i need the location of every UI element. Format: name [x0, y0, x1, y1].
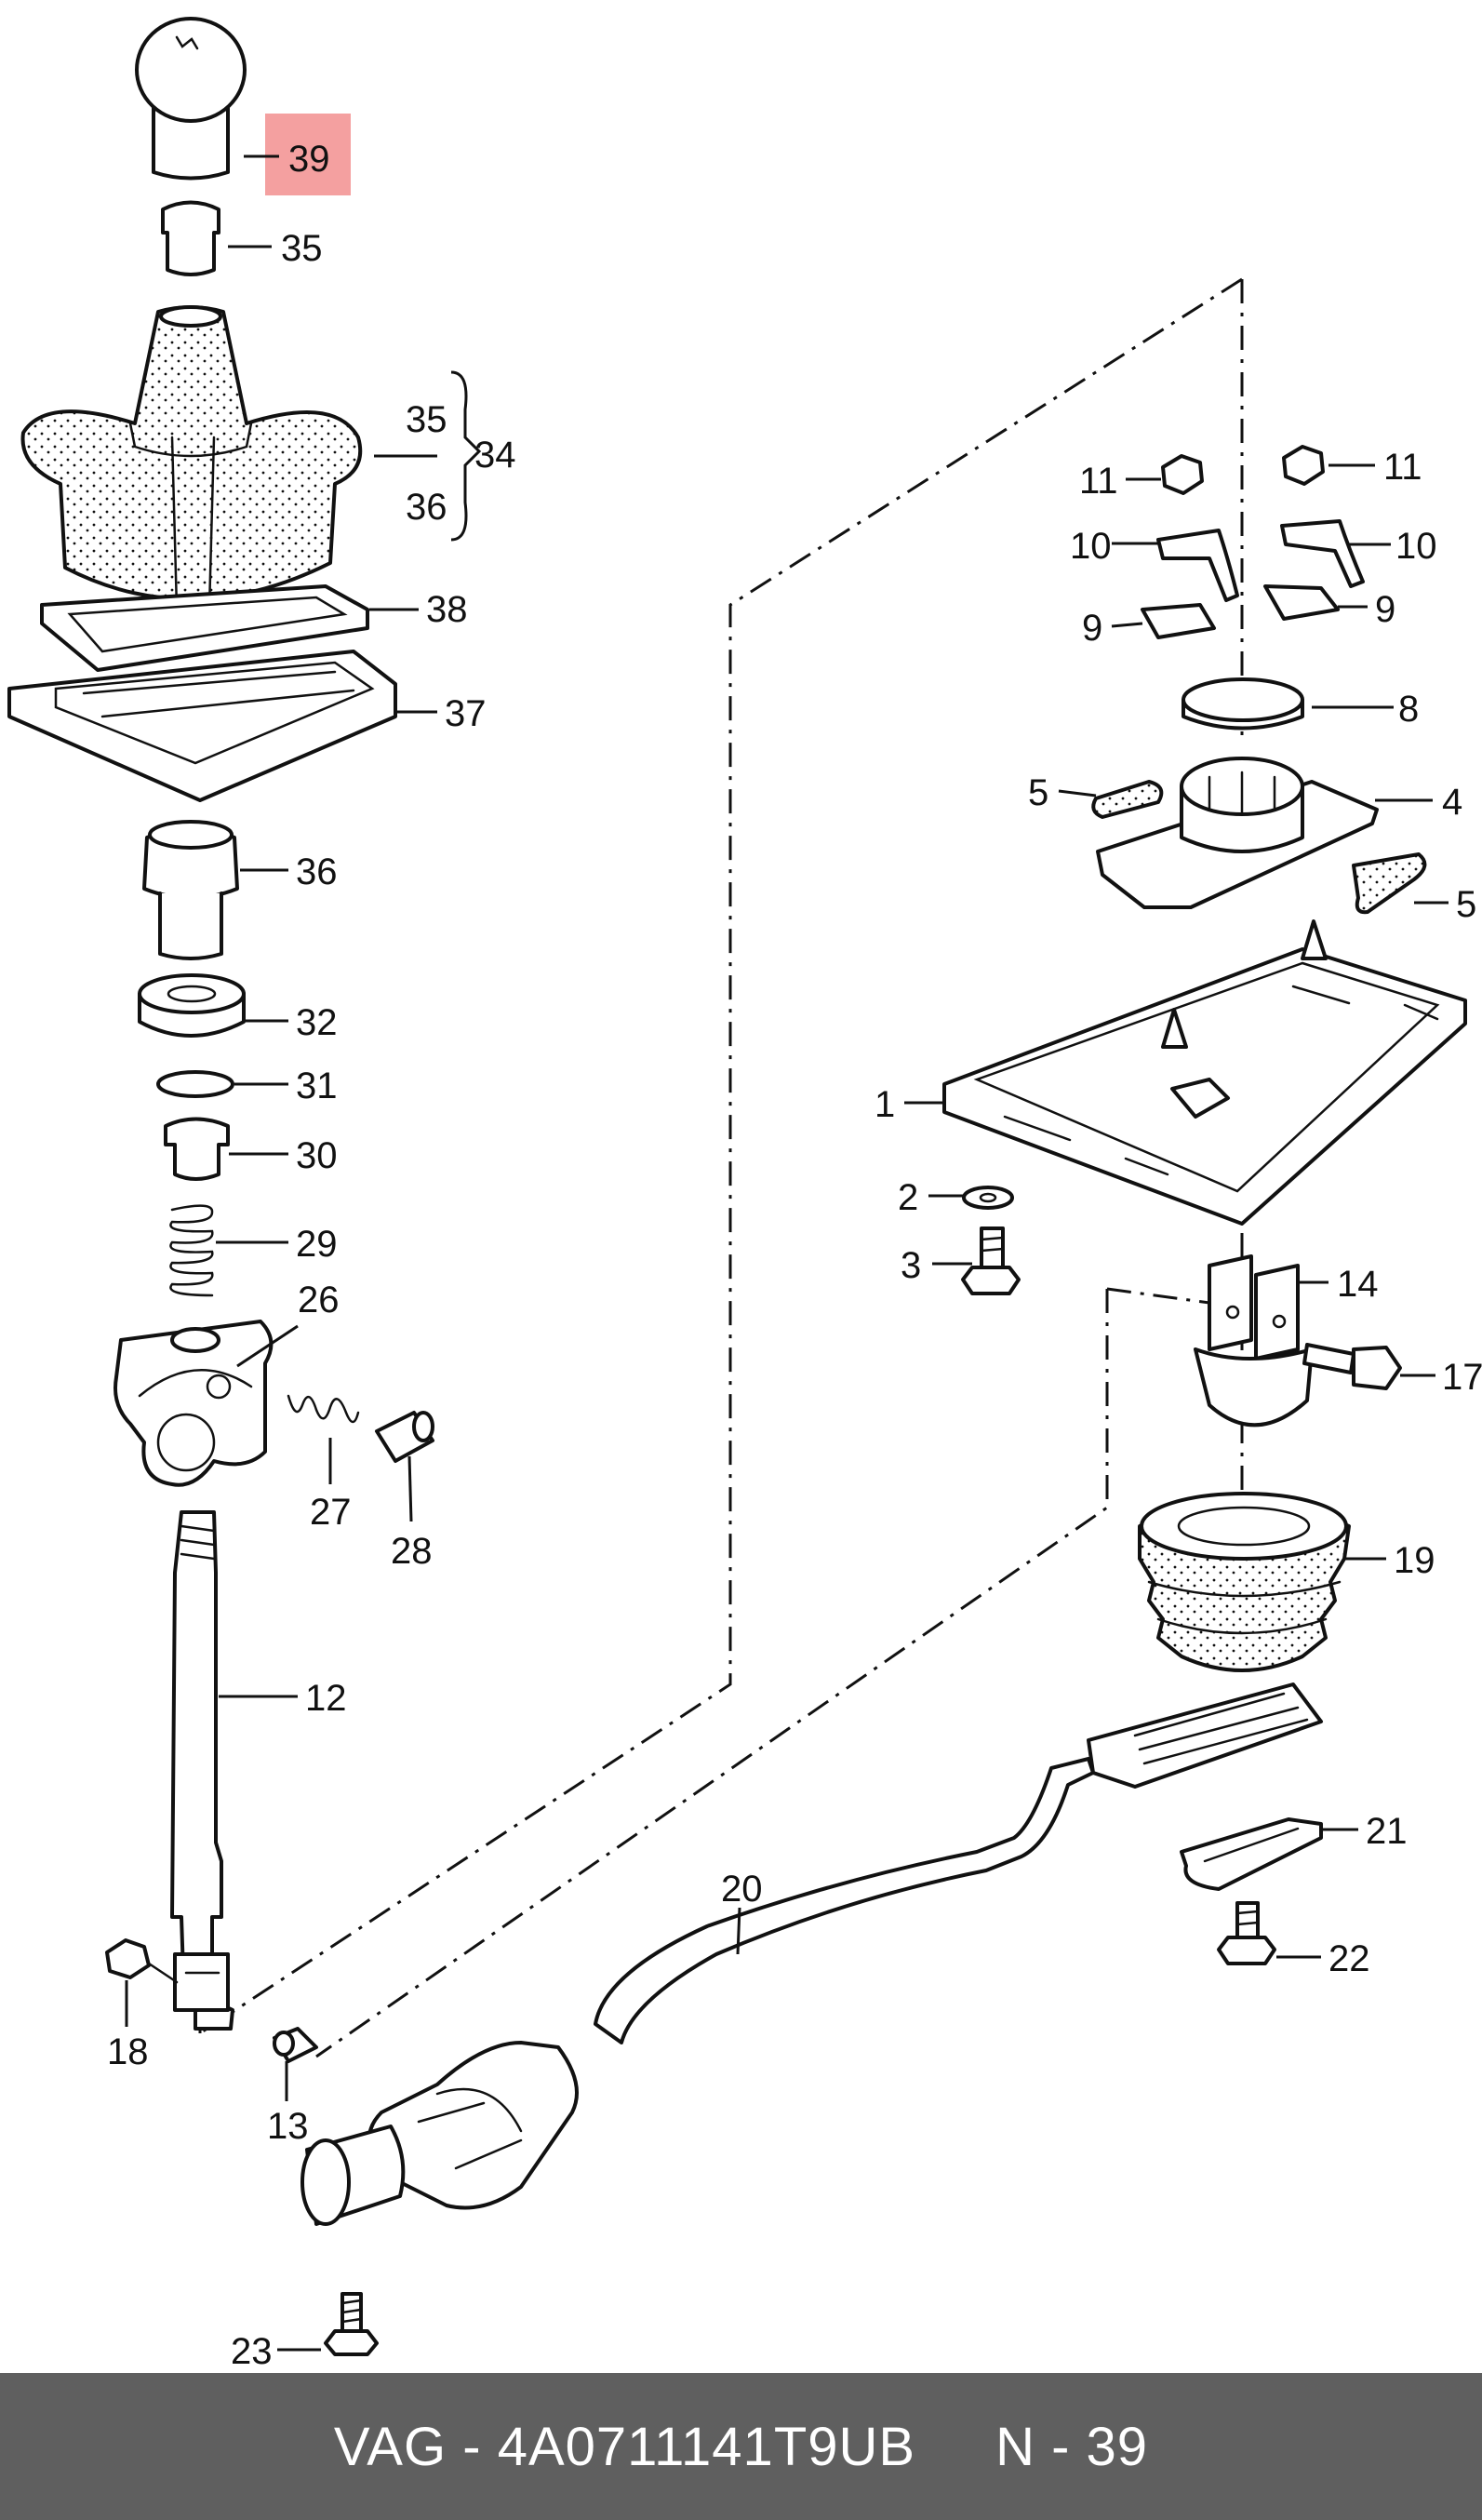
rubber-boot-part-19	[1138, 1492, 1351, 1672]
shift-rod-part-20	[300, 1682, 1323, 2226]
callout-14: 14	[1337, 1264, 1379, 1305]
callout-28: 28	[391, 1531, 433, 1572]
callout-17: 17	[1442, 1357, 1482, 1398]
callout-11-right: 11	[1383, 447, 1422, 488]
footer-ref-separator: -	[1051, 2416, 1071, 2477]
ring-part-32	[138, 973, 246, 1038]
sleeve-part-30	[164, 1117, 230, 1181]
pin-part-28	[375, 1411, 434, 1463]
callout-20: 20	[721, 1869, 763, 1910]
leader-lines	[125, 154, 1449, 2352]
footer-brand: VAG	[333, 2416, 447, 2477]
callout-31: 31	[296, 1066, 338, 1106]
bolt-part-3	[961, 1226, 1021, 1295]
insert-part-35	[161, 200, 220, 276]
callout-34: 34	[474, 435, 516, 476]
bushing-part-36	[142, 820, 239, 960]
callout-35: 35	[281, 228, 323, 269]
guide-part-26	[113, 1320, 274, 1487]
pad-part-5-left	[1091, 780, 1164, 819]
shift-boot-part	[20, 305, 363, 611]
callout-10-right: 10	[1395, 526, 1437, 567]
callout-2: 2	[898, 1177, 918, 1218]
callout-labels: 39 35 35 34 36 38 37 36 32 31 30 29 26 2…	[107, 139, 1482, 2372]
callout-11-left: 11	[1079, 461, 1118, 502]
callout-1: 1	[875, 1084, 895, 1125]
pad-part-9-left	[1141, 603, 1216, 639]
bracket-part-21	[1180, 1817, 1323, 1891]
bolt-part-23	[324, 2292, 379, 2356]
gear-knob-part	[135, 17, 351, 195]
callout-12: 12	[305, 1678, 347, 1719]
callout-19: 19	[1394, 1540, 1435, 1581]
callout-4: 4	[1442, 782, 1462, 823]
pad-part-9-right	[1263, 584, 1340, 621]
callout-37: 37	[445, 693, 487, 734]
nut-part-11-right	[1282, 445, 1325, 486]
clip-part-10-left	[1156, 529, 1239, 602]
nut-part-11-left	[1161, 454, 1204, 495]
callout-32: 32	[296, 1002, 338, 1043]
footer-part-number: 4A0711141T9UB	[497, 2416, 916, 2477]
base-plate-part-1	[942, 919, 1467, 1226]
callout-13: 13	[267, 2106, 309, 2147]
ring-part-8	[1182, 677, 1304, 731]
callout-27: 27	[310, 1492, 352, 1533]
highlight-box	[265, 114, 351, 195]
callout-30: 30	[296, 1135, 338, 1176]
callout-39: 39	[288, 139, 330, 180]
callout-8: 8	[1398, 689, 1419, 730]
callout-29: 29	[296, 1224, 338, 1265]
callout-9-left: 9	[1082, 608, 1102, 649]
footer-ref-value: 39	[1086, 2416, 1149, 2477]
clevis-part-14	[1194, 1254, 1314, 1428]
frame-part-38	[40, 584, 369, 672]
spring-part-27	[287, 1394, 360, 1424]
callout-5-right: 5	[1456, 884, 1476, 925]
nut-part-18	[105, 1938, 179, 1984]
washer-part-2	[962, 1186, 1014, 1210]
callout-36-kit: 36	[406, 487, 447, 528]
callout-26: 26	[298, 1280, 340, 1320]
clip-part-10-right	[1280, 519, 1365, 588]
callout-38: 38	[426, 589, 468, 630]
housing-part-4	[1096, 757, 1379, 909]
pin-part-13	[273, 2027, 318, 2063]
footer-ref-prefix: N	[995, 2416, 1035, 2477]
callout-5-left: 5	[1028, 772, 1048, 813]
base-plate-part-37	[7, 650, 397, 802]
callout-9-right: 9	[1375, 589, 1395, 630]
callout-22: 22	[1328, 1938, 1370, 1979]
footer-bar: VAG - 4A0711141T9UB N - 39	[0, 2373, 1482, 2520]
bolt-part-17	[1302, 1343, 1402, 1390]
circlip-part-31	[156, 1070, 234, 1098]
callout-36: 36	[296, 851, 338, 892]
diagram-canvas: 39 35 35 34 36 38 37 36 32 31 30 29 26 2…	[7, 17, 1482, 2372]
footer-separator: -	[462, 2416, 482, 2477]
spring-part-29	[169, 1204, 214, 1297]
pad-part-5-right	[1352, 852, 1427, 915]
callout-23: 23	[231, 2331, 273, 2372]
callout-18: 18	[107, 2031, 149, 2072]
bolt-part-22	[1217, 1901, 1276, 1965]
callout-21: 21	[1366, 1811, 1408, 1852]
callout-35-kit: 35	[406, 399, 447, 440]
shift-lever-part-12	[170, 1510, 234, 2031]
callout-3: 3	[901, 1245, 921, 1286]
callout-10-left: 10	[1070, 526, 1112, 567]
